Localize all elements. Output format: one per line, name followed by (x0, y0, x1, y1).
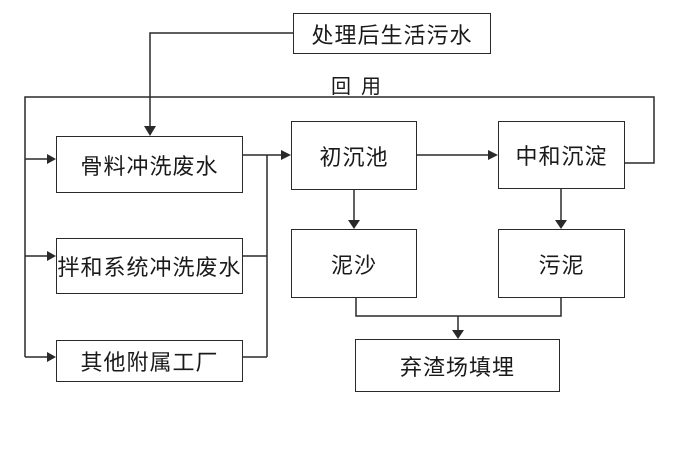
arrowhead-right-tank (281, 150, 291, 160)
node-label: 拌和系统冲洗废水 (57, 256, 242, 281)
connector-reuse-loop (24, 96, 655, 357)
arrowhead-down-sludge (555, 220, 567, 229)
node-aggregate-washing-wastewater: 骨料冲洗废水 (56, 136, 243, 193)
node-label: 处理后生活污水 (311, 23, 473, 49)
connector-silt-sludge-merge (355, 298, 562, 317)
node-other-auxiliary-plants: 其他附属工厂 (56, 340, 243, 382)
arrowhead-down-aggregate (144, 126, 156, 136)
arrowhead-down-silt (348, 220, 360, 229)
connector-sewage-to-aggregate (149, 32, 293, 128)
node-label: 其他附属工厂 (80, 351, 219, 376)
node-primary-settling-tank: 初沉池 (291, 121, 417, 190)
node-label: 泥沙 (330, 253, 377, 279)
arrowhead-right-neutralization (488, 150, 498, 160)
arrowhead-right-other (47, 352, 56, 362)
arrowhead-right-mixing (47, 251, 56, 261)
node-treated-domestic-sewage: 处理后生活污水 (293, 13, 491, 54)
label-reuse: 回用 (331, 74, 391, 98)
node-silt-sand: 泥沙 (291, 229, 417, 298)
node-label: 初沉池 (319, 145, 389, 171)
node-neutralization-sedimentation: 中和沉淀 (498, 121, 625, 189)
node-label: 骨料冲洗废水 (80, 154, 219, 180)
node-label: 弃渣场填埋 (399, 355, 515, 381)
node-label: 污泥 (538, 253, 585, 279)
node-mixing-system-washing-wastewater: 拌和系统冲洗废水 (56, 238, 243, 294)
node-sludge: 污泥 (498, 229, 625, 298)
node-waste-residue-landfill: 弃渣场填埋 (355, 339, 560, 392)
arrowhead-right-aggregate (47, 154, 56, 164)
arrowhead-down-landfill (452, 330, 464, 339)
node-label: 中和沉淀 (515, 145, 608, 170)
